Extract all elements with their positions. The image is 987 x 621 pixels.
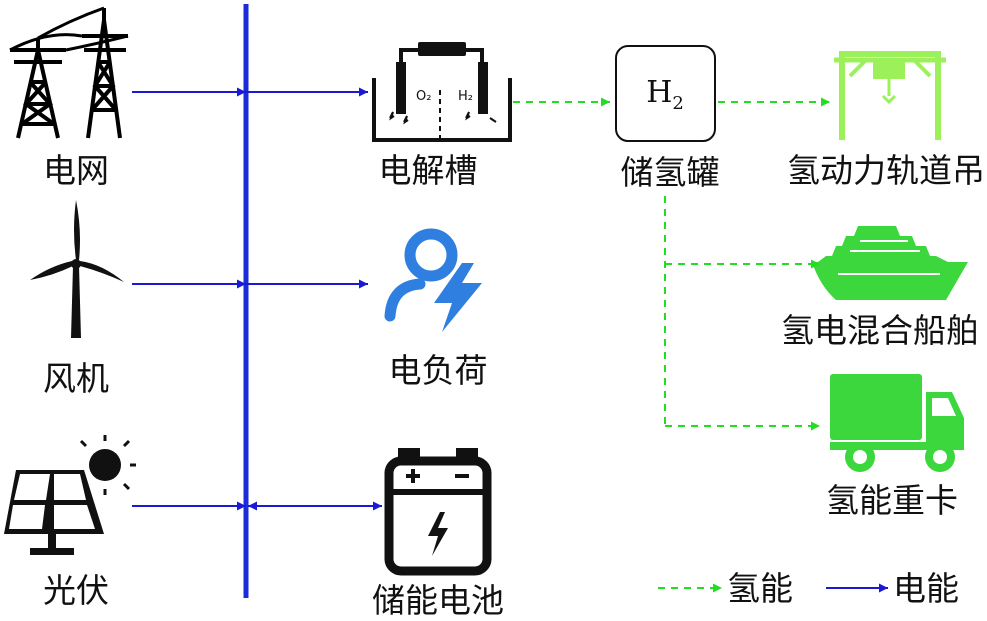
solar-panel-icon xyxy=(4,435,136,555)
power-tower-icon xyxy=(9,6,129,139)
ship-icon xyxy=(812,226,968,300)
hydrogen-tank: H2 xyxy=(615,45,716,142)
label-truck: 氢能重卡 xyxy=(826,481,958,520)
label-electric-load: 电负荷 xyxy=(388,351,488,390)
electrolyzer-icon: O₂ H₂ xyxy=(372,42,512,142)
battery-icon xyxy=(384,448,492,576)
oxygen-label: O₂ xyxy=(416,89,431,104)
label-ship: 氢电混合船舶 xyxy=(781,311,979,350)
wind-turbine-icon xyxy=(30,200,124,338)
electric-flows xyxy=(132,87,382,511)
rail-crane-icon xyxy=(834,51,946,140)
electric-load-icon xyxy=(384,228,482,332)
truck-icon xyxy=(830,374,964,472)
label-grid: 电网 xyxy=(43,151,109,190)
legend-electric-label: 电能 xyxy=(893,569,959,608)
label-wind: 风机 xyxy=(43,359,109,398)
label-battery: 储能电池 xyxy=(372,581,504,620)
tank-symbol: H2 xyxy=(646,75,684,114)
label-electrolyzer: 电解槽 xyxy=(378,151,478,190)
label-tank: 储氢罐 xyxy=(620,153,720,192)
label-crane: 氢动力轨道吊 xyxy=(787,151,985,190)
hydrogen-label: H₂ xyxy=(458,89,473,104)
legend-hydrogen-label: 氢能 xyxy=(727,569,793,608)
label-solar: 光伏 xyxy=(43,571,109,610)
hydrogen-flows xyxy=(513,97,830,593)
